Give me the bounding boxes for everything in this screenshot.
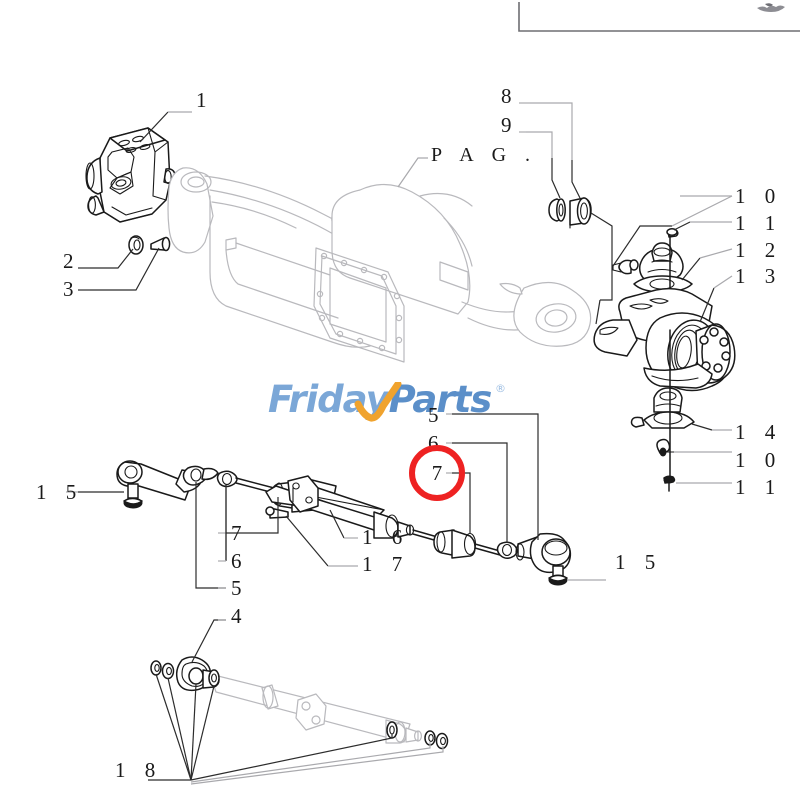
callout-label-9: 9 — [501, 113, 512, 137]
callout-label-3: 3 — [63, 277, 74, 301]
part-11-bolt-lower — [663, 475, 676, 492]
axle-housing-reference — [167, 167, 592, 363]
part-6-right-lock-nut — [496, 541, 518, 559]
part-18-tie-rod-assembly-reference — [148, 656, 449, 785]
part-1-steering-support-bracket — [85, 127, 176, 223]
callout-label-12: 1 2 — [735, 238, 783, 262]
leader-lines — [66, 102, 733, 663]
callout-label-7L: 7 — [231, 521, 242, 545]
callout-label-8: 8 — [501, 84, 512, 108]
callout-label-2: 2 — [63, 249, 74, 273]
part-11-bolt-upper — [666, 228, 679, 331]
pag-reference-label: P A G . — [431, 144, 538, 166]
part-14-lower-kingpin-cap — [630, 387, 695, 481]
callout-label-11b: 1 1 — [735, 475, 783, 499]
callout-label-4L: 4 — [231, 604, 242, 628]
callout-label-18: 1 8 — [115, 758, 163, 782]
part-13-steering-knuckle — [593, 287, 736, 392]
callout-label-15L: 1 5 — [36, 480, 84, 504]
callout-label-16: 1 6 — [362, 525, 410, 549]
callout-label-14: 1 4 — [735, 420, 783, 444]
part-16-steering-cylinder — [265, 475, 449, 545]
callout-label-5L: 5 — [231, 576, 242, 600]
callout-label-6r: 6 — [428, 431, 439, 455]
part-5-left-clamp-collar — [182, 465, 219, 486]
highlight-ring-item-7-label: 7 — [431, 460, 443, 485]
part-8-bushing — [569, 197, 592, 229]
callout-label-10b: 1 0 — [735, 448, 783, 472]
highlight-ring-item-7 — [409, 445, 465, 501]
callout-label-13: 1 3 — [735, 264, 783, 288]
part-10-grease-fitting-upper — [612, 259, 639, 275]
part-17-cylinder-bolt — [265, 506, 289, 519]
cover-bolt-holes — [316, 252, 403, 352]
callout-label-10: 1 0 — [735, 184, 783, 208]
callout-label-6L: 6 — [231, 549, 242, 573]
page-frame-fragment — [518, 2, 800, 32]
part-10-grease-fitting-lower — [656, 438, 675, 457]
callout-label-5r: 5 — [428, 403, 439, 427]
part-12-kingpin-cap — [633, 242, 693, 293]
callout-label-15R: 1 5 — [615, 550, 663, 574]
callout-label-17: 1 7 — [362, 552, 410, 576]
callout-label-11: 1 1 — [735, 211, 783, 235]
part-3-bolt — [150, 236, 171, 252]
part-7-right-tube-socket — [433, 529, 501, 559]
part-9-seal-ring — [548, 198, 566, 222]
callout-label-1: 1 — [196, 88, 207, 112]
part-15-right-tie-rod-end — [529, 532, 572, 586]
